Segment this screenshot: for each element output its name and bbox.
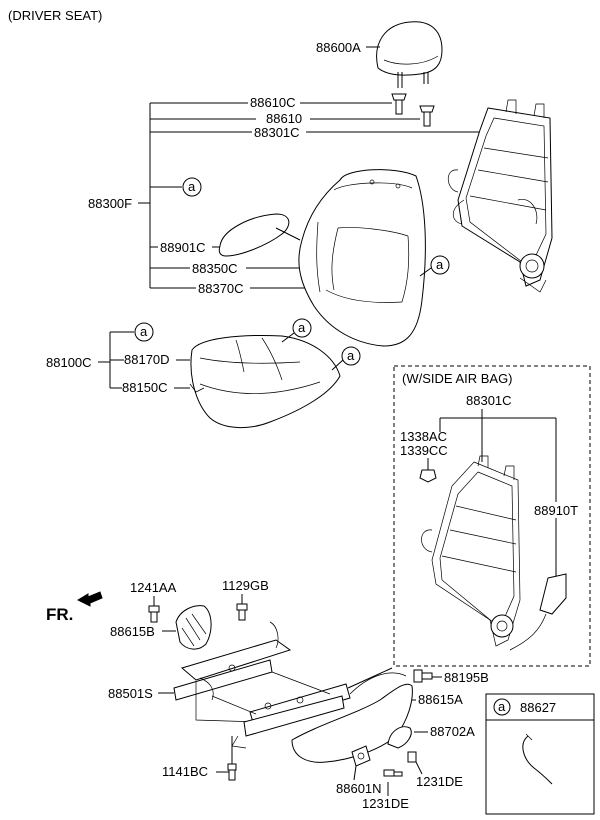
label-88301C: 88301C xyxy=(254,125,300,140)
label-88370C: 88370C xyxy=(198,281,244,296)
headrest-guides xyxy=(391,93,435,127)
front-arrow xyxy=(76,591,103,607)
marker-a-cushion-side-text: a xyxy=(347,348,355,363)
cushion-bracket xyxy=(98,331,190,389)
legend-box xyxy=(485,693,595,815)
bolt-1141BC-part xyxy=(227,736,237,781)
airbag-frame xyxy=(421,455,567,651)
leader-armrest xyxy=(275,227,301,241)
label-88901C: 88901C xyxy=(160,240,206,255)
cushion-part xyxy=(189,335,341,429)
marker-a-cushion-top-text: a xyxy=(298,320,306,335)
bolt-1241AA-part xyxy=(148,605,160,623)
label-1338AC: 1338AC xyxy=(400,429,447,444)
label-88910T: 88910T xyxy=(534,503,578,518)
airbag-nut xyxy=(419,469,437,483)
marker-a-seatback xyxy=(430,255,450,275)
label-88615B: 88615B xyxy=(110,624,155,639)
label-1231DE-a: 1231DE xyxy=(416,774,463,789)
seatback-cover xyxy=(298,169,426,347)
side-airbag-title: (W/SIDE AIR BAG) xyxy=(402,371,513,386)
label-88610C: 88610C xyxy=(250,95,296,110)
shield-88615A xyxy=(291,683,413,763)
armrest-cover xyxy=(218,213,290,257)
label-88300F: 88300F xyxy=(88,196,132,211)
label-88195B: 88195B xyxy=(444,670,489,685)
marker-a-cushion xyxy=(134,322,154,342)
airbag-bracket xyxy=(427,409,557,578)
headrest-part xyxy=(376,21,443,88)
front-label: FR. xyxy=(46,605,73,624)
seatback-frame xyxy=(447,99,553,293)
track-leaders xyxy=(153,594,442,796)
lever-88601N-part xyxy=(351,745,371,767)
label-1339CC: 1339CC xyxy=(400,443,448,458)
label-airbag-88301C: 88301C xyxy=(466,393,512,408)
label-88600A: 88600A xyxy=(316,40,361,55)
back-assy-bracket xyxy=(138,102,482,289)
leader-marker-a-cushion-side xyxy=(331,359,344,371)
bolt-1129GB-part xyxy=(236,603,248,621)
marker-a-cushion-text: a xyxy=(140,324,148,339)
screw-88195B-part xyxy=(413,669,433,683)
marker-a-backassy xyxy=(182,177,202,197)
clip-88627 xyxy=(522,735,553,785)
marker-a-cushion-top xyxy=(292,318,312,338)
marker-a-seatback-text: a xyxy=(436,257,444,272)
marker-a-cushion-side xyxy=(341,346,361,366)
label-1129GB: 1129GB xyxy=(222,578,269,593)
label-88100C: 88100C xyxy=(46,355,92,370)
label-88350C: 88350C xyxy=(192,261,238,276)
label-88610: 88610 xyxy=(266,111,302,126)
label-88702A: 88702A xyxy=(430,724,475,739)
label-1241AA: 1241AA xyxy=(130,580,177,595)
label-1141BC: 1141BC xyxy=(162,764,208,779)
leader-marker-a-cushion-top xyxy=(281,332,295,343)
label-1231DE-b: 1231DE xyxy=(362,796,409,811)
label-88501S: 88501S xyxy=(108,686,153,701)
legend-marker-text: a xyxy=(498,699,506,714)
diagram-title: (DRIVER SEAT) xyxy=(8,8,102,23)
label-88615A: 88615A xyxy=(418,692,463,707)
label-88601N: 88601N xyxy=(336,781,382,796)
screw-1231DE-parts xyxy=(383,751,417,777)
label-88170D: 88170D xyxy=(124,352,170,367)
knob-88702A xyxy=(387,726,412,749)
label-88150C: 88150C xyxy=(122,380,168,395)
marker-a-backassy-text: a xyxy=(188,179,196,194)
seat-track-assy xyxy=(173,621,351,749)
shield-88615B xyxy=(175,605,212,650)
leader-marker-a-seatback xyxy=(419,267,432,277)
side-airbag-box xyxy=(393,365,591,667)
legend-part-number: 88627 xyxy=(520,700,556,715)
